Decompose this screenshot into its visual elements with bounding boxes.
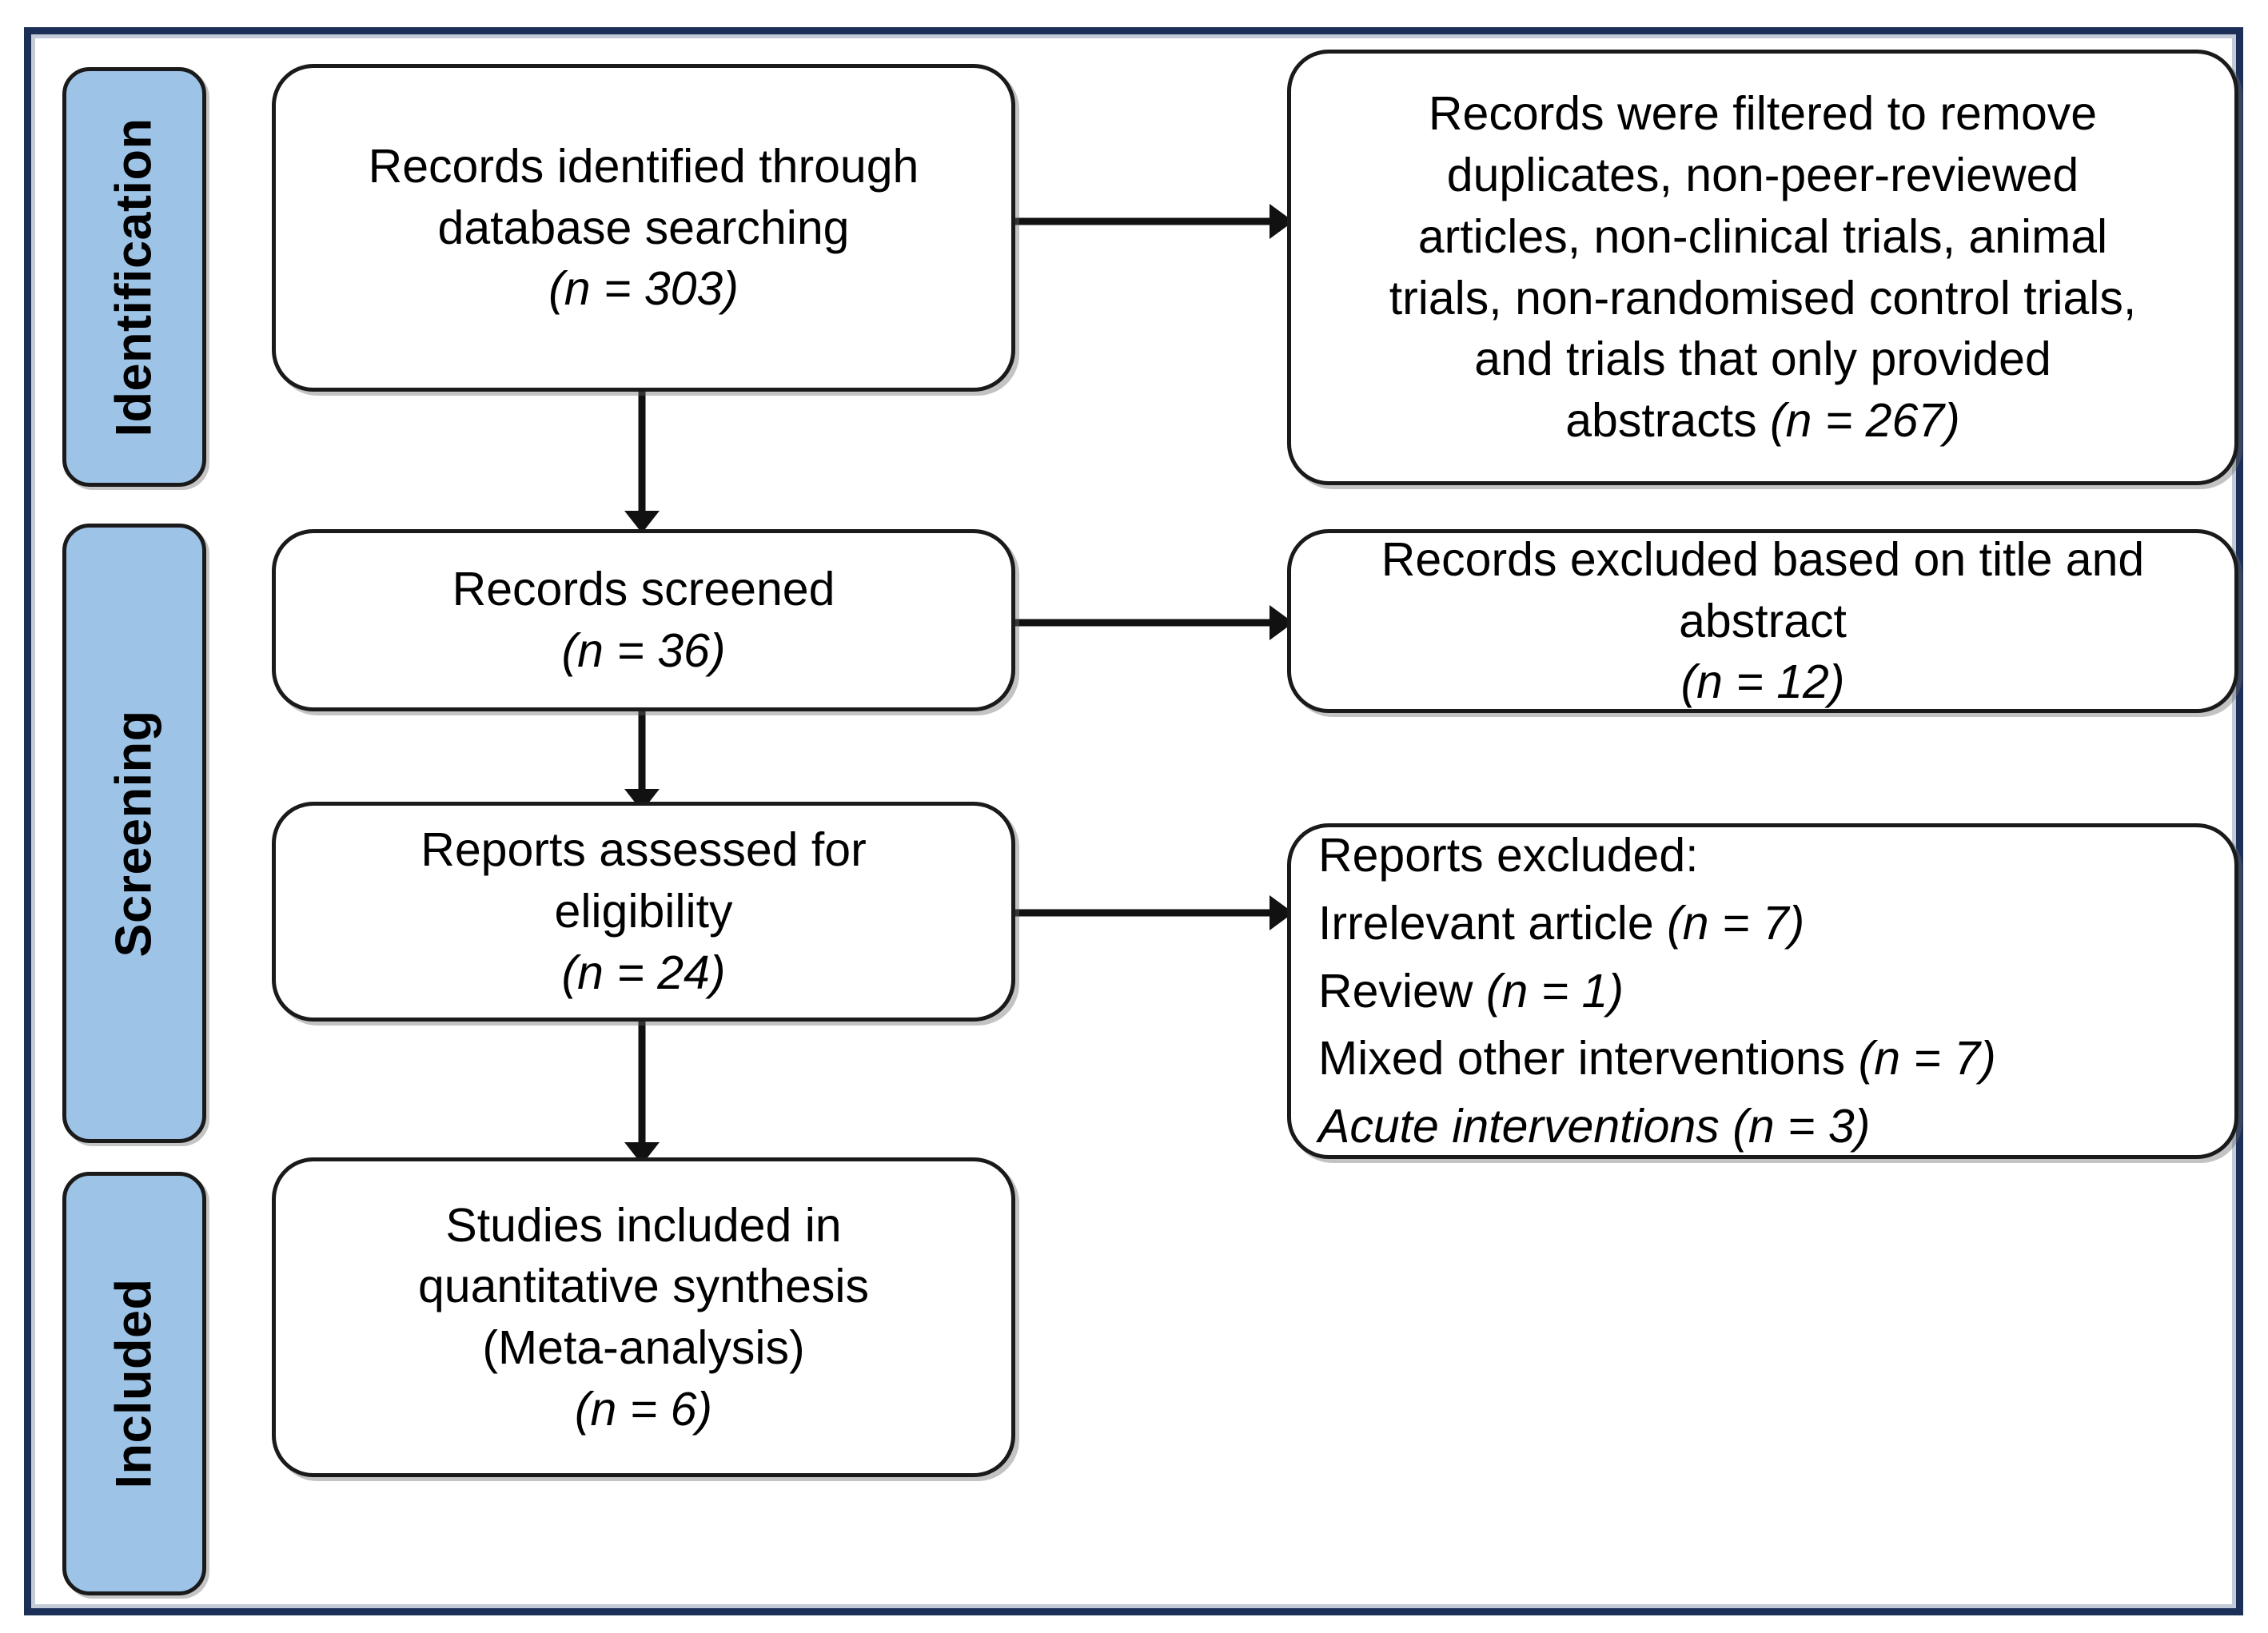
box-records-excluded-title-abstract: Records excluded based on title and abst… xyxy=(1287,529,2238,713)
box-records-identified-text: Records identified through database sear… xyxy=(369,136,919,320)
reports-excluded-item-0-count: (n = 7) xyxy=(1667,896,1805,950)
records-screened-line1: Records screened xyxy=(452,563,835,616)
excluded-ta-line1: Records excluded based on title and xyxy=(1381,532,2145,586)
box-records-filtered: Records were filtered to remove duplicat… xyxy=(1287,50,2238,485)
excluded-ta-count: (n = 12) xyxy=(1680,655,1845,709)
stage-label-screening: Screening xyxy=(106,709,162,958)
records-screened-count: (n = 36) xyxy=(561,624,726,677)
records-identified-count: (n = 303) xyxy=(548,262,739,316)
box-reports-assessed: Reports assessed for eligibility (n = 24… xyxy=(272,802,1015,1022)
box-records-screened: Records screened (n = 36) xyxy=(272,529,1015,711)
studies-included-line3: (Meta-analysis) xyxy=(482,1321,805,1374)
excluded-ta-line2: abstract xyxy=(1679,594,1847,647)
box-studies-included-text: Studies included in quantitative synthes… xyxy=(418,1195,869,1440)
stage-band-identification: Identification xyxy=(62,67,206,487)
records-filtered-line3: articles, non-clinical trials, animal xyxy=(1417,209,2108,263)
records-filtered-count: (n = 267) xyxy=(1769,393,1960,447)
box-records-screened-text: Records screened (n = 36) xyxy=(452,559,835,681)
studies-included-count: (n = 6) xyxy=(574,1382,713,1436)
reports-excluded-item-3-count: (n = 3) xyxy=(1732,1100,1871,1153)
stage-band-included: Included xyxy=(62,1172,206,1595)
records-identified-line1: Records identified through xyxy=(368,139,919,193)
records-identified-line2: database searching xyxy=(437,201,850,254)
studies-included-line2: quantitative synthesis xyxy=(417,1260,870,1313)
records-filtered-line6: abstracts xyxy=(1565,393,1770,447)
reports-excluded-item-1-text: Review xyxy=(1318,964,1486,1018)
box-reports-excluded: Reports excluded: Irrelevant article (n … xyxy=(1287,823,2238,1159)
reports-assessed-line1: Reports assessed for xyxy=(421,823,867,877)
reports-excluded-heading: Reports excluded: xyxy=(1318,828,1699,882)
studies-included-line1: Studies included in xyxy=(445,1198,842,1252)
box-reports-assessed-text: Reports assessed for eligibility (n = 24… xyxy=(421,819,866,1003)
box-records-filtered-text: Records were filtered to remove duplicat… xyxy=(1389,83,2137,451)
stage-band-screening: Screening xyxy=(62,524,206,1143)
stage-label-identification: Identification xyxy=(106,117,162,436)
reports-excluded-item-3-text: Acute interventions xyxy=(1318,1100,1733,1153)
box-reports-excluded-text: Reports excluded: Irrelevant article (n … xyxy=(1318,822,2207,1161)
reports-excluded-item-1-count: (n = 1) xyxy=(1485,964,1624,1018)
reports-assessed-line2: eligibility xyxy=(554,885,733,938)
reports-excluded-item-0-text: Irrelevant article xyxy=(1318,896,1668,950)
records-filtered-line5: and trials that only provided xyxy=(1474,333,2051,386)
box-studies-included: Studies included in quantitative synthes… xyxy=(272,1157,1015,1477)
reports-excluded-item-2-text: Mixed other interventions xyxy=(1318,1032,1859,1085)
reports-assessed-count: (n = 24) xyxy=(561,946,726,999)
records-filtered-line4: trials, non-randomised control trials, xyxy=(1389,271,2137,325)
records-filtered-line2: duplicates, non-peer-reviewed xyxy=(1446,149,2079,202)
records-filtered-line1: Records were filtered to remove xyxy=(1428,87,2098,141)
stage-label-included: Included xyxy=(106,1278,162,1489)
box-records-excluded-title-abstract-text: Records excluded based on title and abst… xyxy=(1381,529,2144,713)
reports-excluded-item-2-count: (n = 7) xyxy=(1858,1032,1996,1085)
box-records-identified: Records identified through database sear… xyxy=(272,64,1015,392)
